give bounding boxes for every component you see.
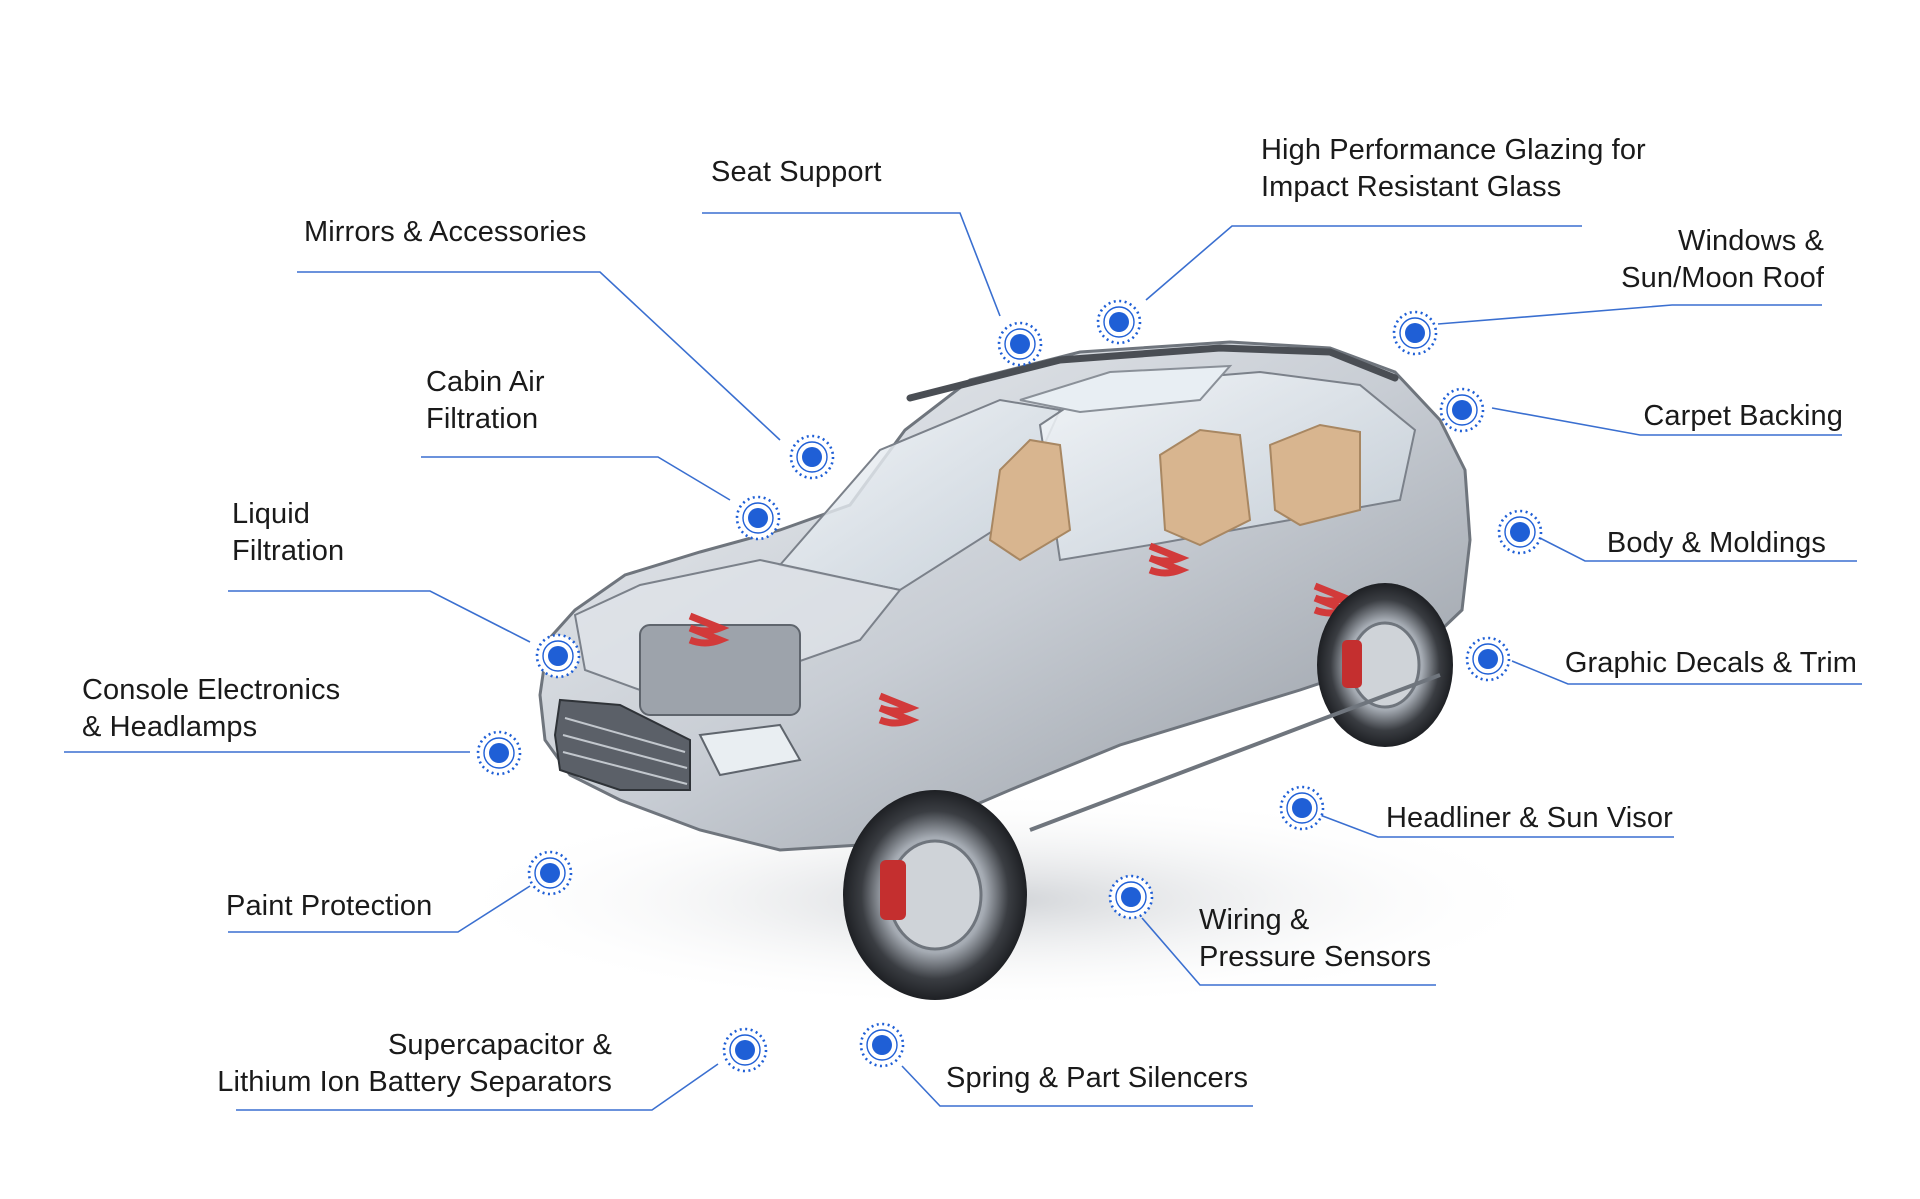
front-wheel [843, 790, 1027, 1000]
label-line: Console Electronics [82, 674, 341, 706]
connector-cabin-air-filtration [421, 456, 731, 501]
label-line: & Headlamps [82, 711, 258, 743]
hotspot-windows-sunroof[interactable] [1392, 310, 1438, 356]
connector-seat-support [702, 212, 1001, 317]
connector-liquid-filtration [228, 590, 531, 643]
hotspot-cabin-air-filtration[interactable] [735, 495, 781, 541]
connector-lines [64, 212, 1862, 1111]
label-windows-sunroof: Windows & Sun/Moon Roof [1621, 223, 1824, 297]
hotspot-seat-support[interactable] [997, 321, 1043, 367]
connector-supercapacitor [236, 1063, 719, 1111]
sunroof [1019, 364, 1233, 414]
hotspots [476, 299, 1543, 1073]
hotspot-mirrors-accessories[interactable] [789, 434, 835, 480]
front-grille [553, 698, 691, 791]
label-line: Filtration [426, 403, 539, 435]
connector-mirrors-accessories [297, 271, 781, 441]
hotspot-wiring-pressure-sensors[interactable] [1108, 874, 1154, 920]
label-line: Carpet Backing [1643, 400, 1843, 432]
label-liquid-filtration: Liquid Filtration [232, 496, 344, 570]
label-line: Impact Resistant Glass [1261, 171, 1562, 203]
label-line: High Performance Glazing for [1261, 134, 1646, 166]
label-line: Supercapacitor & [387, 1029, 612, 1061]
rear-wheel [1317, 583, 1453, 747]
label-line: Headliner & Sun Visor [1386, 802, 1673, 834]
hotspot-console-electronics[interactable] [476, 730, 522, 776]
hotspot-paint-protection[interactable] [527, 850, 573, 896]
hotspot-spring-part-silencers[interactable] [859, 1022, 905, 1068]
label-spring-part-silencers: Spring & Part Silencers [946, 1060, 1248, 1097]
label-line: Lithium Ion Battery Separators [217, 1066, 612, 1098]
label-cabin-air-filtration: Cabin Air Filtration [426, 364, 545, 438]
side-sill [1029, 673, 1441, 832]
interior-seats [988, 423, 1361, 562]
label-high-performance-glazing: High Performance Glazing for Impact Resi… [1261, 132, 1646, 206]
label-line: Spring & Part Silencers [946, 1062, 1249, 1094]
label-wiring-pressure-sensors: Wiring & Pressure Sensors [1199, 902, 1431, 976]
hotspot-headliner-sun-visor[interactable] [1279, 785, 1325, 831]
label-line: Filtration [232, 535, 345, 567]
label-line: Mirrors & Accessories [304, 216, 587, 248]
label-line: Seat Support [711, 156, 882, 188]
label-graphic-decals-trim: Graphic Decals & Trim [1565, 645, 1857, 682]
label-line: Graphic Decals & Trim [1564, 647, 1857, 679]
label-line: Body & Moldings [1606, 527, 1826, 559]
hotspot-carpet-backing[interactable] [1439, 387, 1485, 433]
connector-high-performance-glazing [1145, 225, 1582, 301]
label-mirrors-accessories: Mirrors & Accessories [304, 214, 587, 251]
label-body-moldings: Body & Moldings [1607, 525, 1826, 562]
roof-rail [906, 344, 1399, 402]
connector-wiring-pressure-sensors [1141, 917, 1436, 986]
car-illustration [440, 340, 1560, 1010]
hotspot-supercapacitor[interactable] [722, 1027, 768, 1073]
label-line: Liquid [232, 498, 310, 530]
connector-carpet-backing [1491, 407, 1842, 436]
label-line: Pressure Sensors [1199, 941, 1432, 973]
hotspot-body-moldings[interactable] [1497, 509, 1543, 555]
label-carpet-backing: Carpet Backing [1643, 398, 1843, 435]
label-line: Sun/Moon Roof [1621, 262, 1824, 294]
headlamp [698, 723, 802, 777]
label-seat-support: Seat Support [711, 154, 882, 191]
label-line: Windows & [1678, 225, 1824, 257]
connector-headliner-sun-visor [1319, 814, 1674, 838]
label-line: Cabin Air [426, 366, 545, 398]
connector-body-moldings [1533, 534, 1857, 562]
label-headliner-sun-visor: Headliner & Sun Visor [1386, 800, 1673, 837]
label-paint-protection: Paint Protection [226, 888, 432, 925]
label-console-electronics-headlamps: Console Electronics & Headlamps [82, 672, 340, 746]
hotspot-liquid-filtration[interactable] [535, 633, 581, 679]
label-supercapacitor-battery-separators: Supercapacitor & Lithium Ion Battery Sep… [217, 1027, 612, 1101]
label-line: Paint Protection [226, 890, 433, 922]
connector-graphic-decals-trim [1511, 660, 1862, 685]
connector-windows-sunroof [1437, 304, 1822, 325]
connector-paint-protection [228, 885, 531, 933]
label-line: Wiring & [1199, 904, 1310, 936]
hotspot-high-performance-glazing[interactable] [1096, 299, 1142, 345]
hotspot-graphic-decals-trim[interactable] [1465, 636, 1511, 682]
connector-spring-part-silencers [901, 1065, 1253, 1107]
